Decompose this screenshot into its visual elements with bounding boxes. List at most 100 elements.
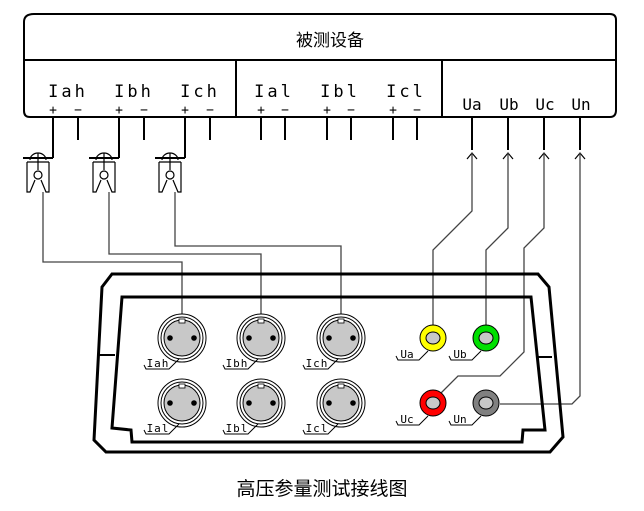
wire-ich: [174, 192, 342, 320]
clamp-handles: [158, 162, 182, 193]
connector-key: [337, 318, 345, 324]
jack-label: Ub: [453, 348, 466, 361]
connector-label-leader: [302, 358, 339, 370]
terminal-plus: +: [323, 103, 331, 118]
connector-ring: [319, 381, 363, 425]
voltage-jack-ua[interactable]: Ua: [395, 324, 447, 361]
current-clamp-icon: [92, 152, 116, 193]
terminal-minus: −: [347, 103, 355, 118]
voltage-jack-ub[interactable]: Ub: [448, 324, 500, 361]
connector-label-leader: [143, 358, 180, 370]
channel-label-ibl: Ibl: [320, 82, 360, 102]
connector-label-leader: [222, 423, 259, 435]
current-connector[interactable]: Ich: [302, 313, 366, 370]
connector-label: Iah: [147, 357, 170, 370]
clamp-handles: [26, 162, 50, 193]
connector-label-leader: [143, 423, 180, 435]
connector-pin: [350, 400, 356, 406]
terminal-plus: +: [49, 103, 57, 118]
connector-pin: [350, 335, 356, 341]
jack-label-leader: [448, 415, 482, 426]
current-clamp-icon: [26, 152, 50, 193]
current-connector[interactable]: Icl: [302, 378, 366, 435]
instrument-outer-frame: [92, 272, 565, 454]
current-channels-high: Iah + − Ibh + − Ich + −: [48, 82, 220, 118]
clamp-pivot: [33, 170, 43, 180]
device-under-test: [23, 13, 617, 118]
instrument-inner-frame: [110, 295, 547, 444]
clamp-pivot: [165, 170, 175, 180]
terminal-plus: +: [389, 103, 397, 118]
channel-label-ich: Ich: [180, 82, 220, 102]
jack-label: Un: [453, 413, 466, 426]
jack-socket: [478, 331, 494, 345]
connector-label: Ibl: [226, 422, 249, 435]
voltage-jack-un[interactable]: Un: [448, 389, 500, 426]
jack-label: Ua: [400, 348, 413, 361]
connector-ring: [239, 381, 283, 425]
terminal-minus: −: [413, 103, 421, 118]
jack-label-leader: [448, 350, 482, 361]
connector-pin: [167, 335, 173, 341]
voltage-jack-uc[interactable]: Uc: [395, 389, 447, 426]
connector-label: Icl: [306, 422, 329, 435]
connector-ring: [160, 381, 204, 425]
wire-un: [500, 153, 581, 405]
voltage-label-un: Un: [571, 95, 590, 114]
connector-key: [257, 383, 265, 389]
connector-pin: [326, 335, 332, 341]
diagram-caption: 高压参量测试接线图: [236, 478, 407, 500]
connector-pin: [246, 335, 252, 341]
connector-label: Ibh: [226, 357, 249, 370]
terminal-minus: −: [74, 103, 82, 118]
connector-pin: [191, 335, 197, 341]
voltage-label-ua: Ua: [462, 95, 481, 114]
current-connector[interactable]: Ibh: [222, 313, 286, 370]
connector-label: Ial: [147, 422, 170, 435]
current-connector[interactable]: Iah: [143, 313, 207, 370]
instrument-panel: [92, 272, 565, 454]
connector-key: [337, 383, 345, 389]
terminal-stubs: [23, 117, 581, 159]
wires: [42, 153, 581, 405]
terminal-plus: +: [257, 103, 265, 118]
jack-socket: [478, 396, 494, 410]
wire-uc: [435, 153, 545, 399]
jack-socket: [425, 331, 441, 345]
connector-key: [257, 318, 265, 324]
terminal-plus: +: [181, 103, 189, 118]
connector-pin: [167, 400, 173, 406]
terminal-minus: −: [206, 103, 214, 118]
channel-label-icl: Icl: [386, 82, 426, 102]
channel-label-iah: Iah: [48, 82, 88, 102]
current-connector[interactable]: Ibl: [222, 378, 286, 435]
current-clamp-icon: [158, 152, 182, 193]
jack-label: Uc: [400, 413, 413, 426]
connector-label: Ich: [306, 357, 329, 370]
current-connector[interactable]: Ial: [143, 378, 207, 435]
terminal-minus: −: [140, 103, 148, 118]
jack-label-leader: [395, 415, 429, 426]
connector-ring: [319, 316, 363, 360]
terminal-minus: −: [281, 103, 289, 118]
jack-label-leader: [395, 350, 429, 361]
connector-label-leader: [222, 358, 259, 370]
wire-ua: [432, 153, 473, 326]
connector-pin: [326, 400, 332, 406]
channel-label-ial: Ial: [254, 82, 294, 102]
device-box-outline: [23, 13, 617, 118]
current-clamps: [26, 152, 182, 193]
wire-ibh: [108, 192, 262, 320]
connector-ring: [239, 316, 283, 360]
clamp-handles: [92, 162, 116, 193]
jack-socket: [425, 396, 441, 410]
voltage-plug-arrows: [466, 152, 586, 160]
connector-key: [178, 383, 186, 389]
connector-key: [178, 318, 186, 324]
channel-label-ibh: Ibh: [114, 82, 154, 102]
connector-label-leader: [302, 423, 339, 435]
current-channels-low: Ial + − Ibl + − Icl + −: [254, 82, 426, 118]
